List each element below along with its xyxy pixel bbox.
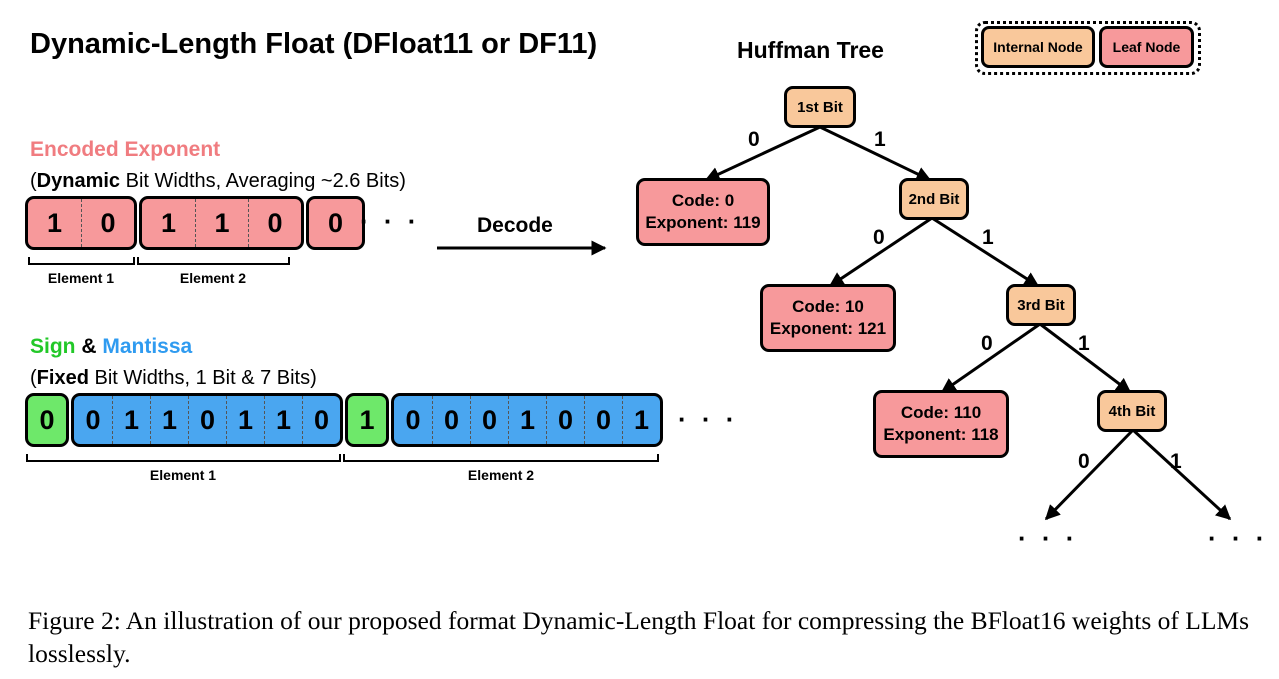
encoded-exponent-title: Encoded Exponent xyxy=(30,138,221,161)
sign-mantissa-subtitle: (Fixed Bit Widths, 1 Bit & 7 Bits) xyxy=(30,367,317,390)
tree-edges xyxy=(704,125,1232,521)
mantissa-bit: 0 xyxy=(302,396,340,444)
sign-bit: 1 xyxy=(359,404,375,435)
huffman-tree-title: Huffman Tree xyxy=(737,37,884,63)
exponent-element-2-label: Element 2 xyxy=(179,270,247,286)
leaf-node-code-0: Code: 0 Exponent: 119 xyxy=(636,178,770,246)
leaf-node-code-10: Code: 10 Exponent: 121 xyxy=(760,284,896,352)
internal-node-4th-bit: 4th Bit xyxy=(1097,390,1167,432)
mantissa-bracket-1 xyxy=(26,454,341,462)
exponent-group-1: 1 0 xyxy=(25,196,137,250)
internal-node-3rd-bit: 3rd Bit xyxy=(1006,284,1076,326)
mantissa-bit: 0 xyxy=(432,396,470,444)
edge-4th-1 xyxy=(1131,428,1232,521)
mantissa-bit: 1 xyxy=(508,396,546,444)
subtitle-open-paren: ( xyxy=(30,367,37,389)
exponent-ellipsis: · · · xyxy=(360,206,421,236)
mantissa-ellipsis: · · · xyxy=(678,404,739,434)
tree-ellipsis-left: · · · xyxy=(1018,523,1079,553)
edge-label-0: 0 xyxy=(873,226,885,249)
exponent-bit: 0 xyxy=(81,199,134,247)
mantissa-title-word: Mantissa xyxy=(102,335,193,358)
mantissa-element-2-label: Element 2 xyxy=(467,467,535,483)
exponent-bit: 0 xyxy=(327,207,344,238)
diagram-title: Dynamic-Length Float (DFloat11 or DF11) xyxy=(30,28,598,60)
mantissa-bit: 0 xyxy=(470,396,508,444)
exponent-element-1-label: Element 1 xyxy=(47,270,115,286)
legend xyxy=(975,21,1201,75)
exponent-bit: 0 xyxy=(248,199,301,247)
edge-label-0: 0 xyxy=(981,332,993,355)
edge-4th-0 xyxy=(1044,428,1135,521)
edge-1st-1 xyxy=(819,125,932,182)
mantissa-bit: 0 xyxy=(188,396,226,444)
leaf-exponent: Exponent: 118 xyxy=(883,425,999,444)
edge-label-0: 0 xyxy=(748,128,760,151)
subtitle-rest: Bit Widths, 1 Bit & 7 Bits) xyxy=(88,367,317,389)
exponent-group-2: 1 1 0 xyxy=(139,196,304,250)
edge-label-1: 1 xyxy=(1170,450,1182,473)
exponent-bit: 1 xyxy=(195,199,248,247)
mantissa-bit: 0 xyxy=(85,404,101,435)
mantissa-bit: 1 xyxy=(150,396,188,444)
sign-title-word: Sign xyxy=(30,335,76,358)
sign-bit-group: 0 xyxy=(25,393,69,447)
mantissa-bit: 0 xyxy=(584,396,622,444)
element-brackets xyxy=(26,257,659,462)
leaf-exponent: Exponent: 119 xyxy=(645,213,761,232)
edge-label-0: 0 xyxy=(1078,450,1090,473)
subtitle-open-paren: ( xyxy=(30,170,37,192)
leaf-code: Code: 110 xyxy=(900,403,982,422)
sign-mantissa-title: Sign & Mantissa xyxy=(30,335,192,359)
edge-label-1: 1 xyxy=(982,226,994,249)
edge-3rd-1 xyxy=(1039,322,1132,394)
mantissa-bit: 1 xyxy=(226,396,264,444)
exponent-group-3: 0 xyxy=(306,196,365,250)
edge-2nd-0 xyxy=(828,216,933,288)
mantissa-bit-group: 0 0 0 1 0 0 1 xyxy=(391,393,663,447)
exponent-bit: 1 xyxy=(160,207,177,238)
mantissa-bit: 1 xyxy=(622,396,660,444)
subtitle-rest: Bit Widths, Averaging ~2.6 Bits) xyxy=(120,170,406,192)
sign-bit-group: 1 xyxy=(345,393,389,447)
sign-bit: 0 xyxy=(39,404,55,435)
legend-internal-node: Internal Node xyxy=(981,26,1095,68)
subtitle-bold-word: Dynamic xyxy=(36,170,121,192)
leaf-code: Code: 10 xyxy=(792,297,864,316)
sign-mantissa-bits: 0 0 1 1 0 1 1 0 1 0 0 0 1 0 0 1 xyxy=(25,393,663,447)
mantissa-bit-group: 0 1 1 0 1 1 0 xyxy=(71,393,343,447)
mantissa-bit: 0 xyxy=(546,396,584,444)
subtitle-bold-word: Fixed xyxy=(36,367,89,389)
legend-leaf-node: Leaf Node xyxy=(1099,26,1194,68)
mantissa-bit: 1 xyxy=(112,396,150,444)
figure-caption: Figure 2: An illustration of our propose… xyxy=(28,606,1249,668)
leaf-exponent: Exponent: 121 xyxy=(769,319,887,338)
mantissa-bit: 1 xyxy=(264,396,302,444)
exponent-bracket-2 xyxy=(137,257,290,265)
leaf-node-code-110: Code: 110 Exponent: 118 xyxy=(873,390,1009,458)
internal-node-1st-bit: 1st Bit xyxy=(784,86,856,128)
encoded-exponent-subtitle: (Dynamic Bit Widths, Averaging ~2.6 Bits… xyxy=(30,170,406,193)
edge-label-1: 1 xyxy=(874,128,886,151)
leaf-code: Code: 0 xyxy=(671,191,735,210)
edge-label-1: 1 xyxy=(1078,332,1090,355)
exponent-bracket-1 xyxy=(28,257,135,265)
sign-mantissa-and: & xyxy=(75,335,103,358)
internal-node-2nd-bit: 2nd Bit xyxy=(899,178,969,220)
mantissa-bracket-2 xyxy=(343,454,659,462)
edge-1st-0 xyxy=(704,125,821,182)
edge-3rd-0 xyxy=(940,322,1041,394)
encoded-exponent-bits: 1 0 1 1 0 0 xyxy=(25,196,365,250)
mantissa-element-1-label: Element 1 xyxy=(149,467,217,483)
edge-2nd-1 xyxy=(931,216,1040,288)
mantissa-bit: 0 xyxy=(405,404,421,435)
decode-label: Decode xyxy=(477,214,553,237)
tree-ellipsis-right: · · · xyxy=(1208,523,1269,553)
exponent-bit: 1 xyxy=(46,207,63,238)
